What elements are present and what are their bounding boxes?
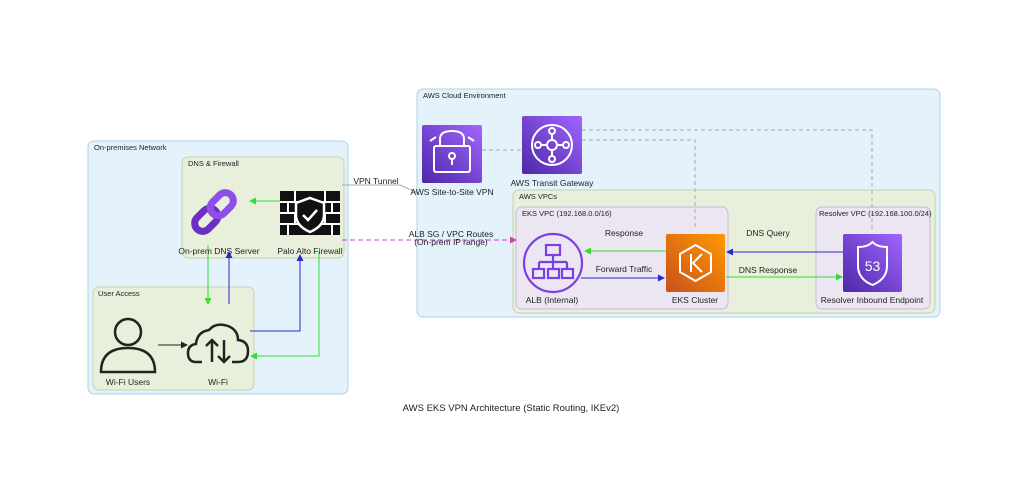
node-wifi: Wi-Fi (186, 323, 250, 387)
resolver-badge: 53 (865, 258, 881, 274)
wifi-label: Wi-Fi (208, 377, 228, 387)
edge-alb-routes-label-2: (On-prem IP range) (414, 237, 488, 247)
cluster-user-access-label: User Access (98, 289, 140, 298)
user-icon (99, 317, 157, 374)
edge-forward-label: Forward Traffic (596, 264, 653, 274)
kubernetes-icon (679, 243, 712, 283)
node-resolver: 53 Resolver Inbound Endpoint (821, 234, 924, 305)
cluster-aws-vpcs-label: AWS VPCs (519, 192, 557, 201)
edge-alb-routes-label-1: ALB SG / VPC Routes (409, 229, 494, 239)
cluster-user-access: User Access (92, 286, 255, 391)
edge-wifi-to-firewall (250, 254, 304, 332)
transit-gateway-icon (531, 124, 573, 166)
cluster-aws-cloud-label: AWS Cloud Environment (423, 91, 507, 100)
node-firewall: Palo Alto Firewall (277, 191, 343, 256)
dns-server-label: On-prem DNS Server (178, 246, 259, 256)
cluster-resolver-vpc-label: Resolver VPC (192.168.100.0/24) (819, 209, 932, 218)
node-dns-server: On-prem DNS Server (178, 189, 260, 256)
alb-label: ALB (Internal) (526, 295, 579, 305)
edge-vpn-tunnel (342, 184, 419, 194)
edge-tgw-to-eks (582, 139, 696, 230)
node-eks: EKS Cluster (666, 234, 725, 305)
s2s-vpn-label: AWS Site-to-Site VPN (410, 187, 493, 197)
edge-tgw-to-resolver (582, 129, 873, 232)
node-tgw: AWS Transit Gateway (511, 116, 595, 188)
edge-firewall-to-wifi (250, 252, 320, 360)
node-alb: ALB (Internal) (522, 232, 584, 305)
edge-vpn-tunnel-label: VPN Tunnel (353, 176, 398, 186)
firewall-shield-icon (280, 191, 340, 235)
edge-dns-response-label: DNS Response (739, 265, 798, 275)
edge-response-label: Response (605, 228, 644, 238)
diagram-title: AWS EKS VPN Architecture (Static Routing… (403, 403, 620, 414)
load-balancer-icon (522, 232, 584, 294)
chain-link-icon (191, 189, 237, 235)
resolver-label: Resolver Inbound Endpoint (821, 295, 924, 305)
route53-shield-icon: 53 (857, 240, 888, 287)
tgw-label: AWS Transit Gateway (511, 178, 595, 188)
cluster-onprem-label: On-premises Network (94, 143, 167, 152)
node-s2s-vpn: AWS Site-to-Site VPN (410, 125, 494, 197)
firewall-label: Palo Alto Firewall (277, 246, 342, 256)
edge-dns-query-label: DNS Query (746, 228, 790, 238)
cluster-eks-vpc-label: EKS VPC (192.168.0.0/16) (522, 209, 612, 218)
cloud-upload-download-icon (186, 323, 250, 364)
node-wifi-users: Wi-Fi Users (99, 317, 157, 387)
lock-icon (429, 129, 475, 173)
cluster-dns-firewall-label: DNS & Firewall (188, 159, 239, 168)
eks-label: EKS Cluster (672, 295, 718, 305)
wifi-users-label: Wi-Fi Users (106, 377, 150, 387)
